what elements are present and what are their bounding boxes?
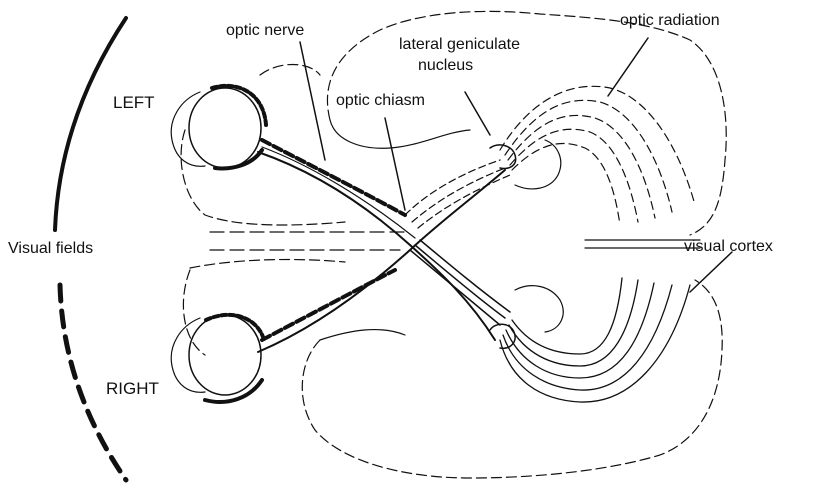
upper-frontal-outline [181,64,345,225]
label-optic-radiation: optic radiation [620,12,720,30]
label-visual-cortex: visual cortex [684,238,773,256]
left-retina-solid [215,150,262,168]
optic-nerve-leader [300,42,325,160]
left-eyeball [189,88,261,168]
optic-chiasm-leader [385,118,405,210]
right-eye-socket [171,318,205,392]
lower-optic-tract [410,240,510,325]
visual-cortex-leader [690,252,732,292]
right-retina-solid [205,380,262,402]
lower-optic-radiation [500,278,690,402]
visual-field-arc-left [55,18,126,230]
label-nucleus: nucleus [418,57,473,75]
left-optic-nerve-thin [262,147,415,238]
lower-lobe-solid [320,330,405,340]
left-optic-nerve-solid [258,152,495,340]
label-lateral-geniculate: lateral geniculate [399,36,520,54]
left-eye-socket [171,92,205,166]
optic-radiation-leader [608,38,648,96]
midline-fissure [210,232,410,250]
right-retina-dashed [206,315,264,340]
label-left-eye: LEFT [113,94,155,112]
occipital-fissure [585,240,700,248]
label-optic-chiasm: optic chiasm [336,92,425,110]
lower-hemisphere-outline [302,280,722,478]
label-optic-nerve: optic nerve [226,22,304,40]
upper-lobe-solid [330,120,470,148]
lower-temporal-lobe [515,286,563,332]
upper-hemisphere-outline [327,11,726,235]
upper-lgn [490,145,516,169]
right-eyeball [189,315,261,395]
label-right-eye: RIGHT [106,380,159,398]
upper-optic-radiation [500,86,695,225]
label-visual-fields: Visual fields [8,240,93,258]
upper-optic-tract [405,160,510,228]
left-optic-nerve-dashed [262,140,405,215]
lgn-leader [465,92,490,135]
upper-temporal-lobe [515,140,561,189]
right-optic-nerve-solid [258,170,505,352]
